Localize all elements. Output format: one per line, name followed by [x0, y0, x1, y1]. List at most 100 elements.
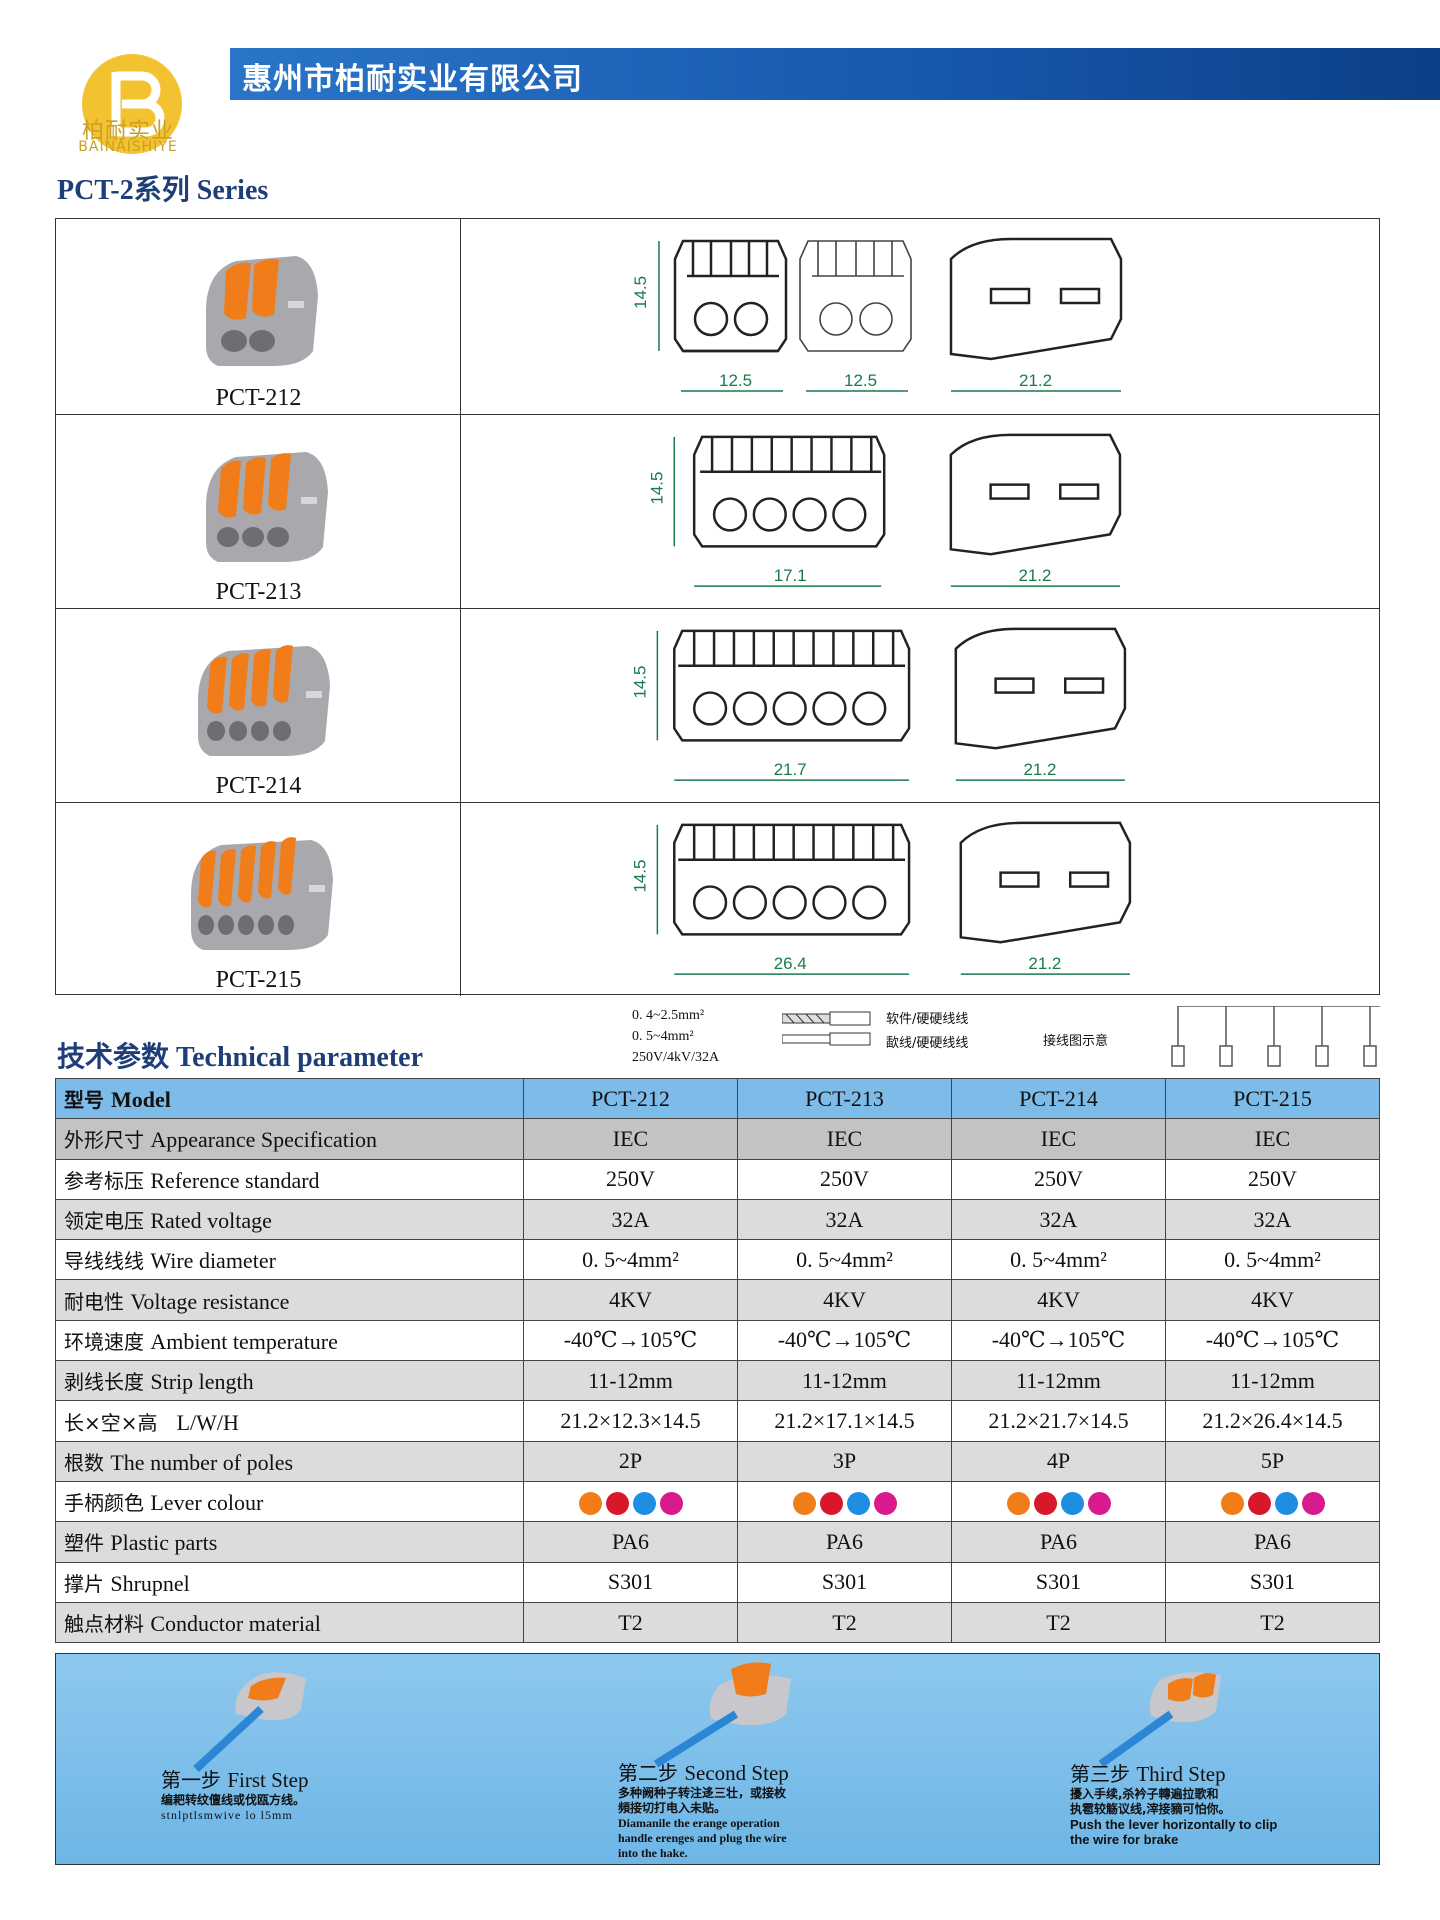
- width-dim-2: 12.5: [844, 371, 877, 390]
- lever-color-swatches: [737, 1480, 952, 1523]
- spec-value: 21.2×12.3×14.5: [523, 1400, 738, 1442]
- product-model-label: PCT-215: [215, 967, 302, 993]
- spec-value: T2: [737, 1601, 952, 1644]
- schematic-label: 接线图示意: [1043, 1034, 1109, 1049]
- lever-color-dot: [632, 1491, 656, 1515]
- product-model-label: PCT-214: [215, 773, 302, 799]
- legend-line-1: 0. 4~2.5mm²: [632, 1008, 705, 1023]
- spec-value: 4KV: [1165, 1279, 1380, 1321]
- height-dim: 14.5: [631, 276, 650, 309]
- dimension-drawing-icon: 14.5 26.4 21.2: [630, 821, 1132, 975]
- spec-label: 剥线长度 Strip length: [55, 1360, 524, 1402]
- spec-label: 参考标压 Reference standard: [55, 1158, 524, 1200]
- spec-label: 触点材料 Conductor material: [55, 1601, 524, 1644]
- lever-color-swatches: [1165, 1480, 1380, 1523]
- spec-col-header: PCT-213: [737, 1077, 952, 1120]
- product-row: PCT-215 14.5 26.4 21.2: [56, 802, 1379, 996]
- step-description: 頻接切打电入未贴。: [618, 1801, 727, 1815]
- spec-col-header: PCT-215: [1165, 1077, 1380, 1120]
- step-title: 第一步 First Step: [161, 1768, 309, 1792]
- spec-value: T2: [523, 1601, 738, 1644]
- connector-photo-icon: [206, 256, 318, 366]
- product-photo-cell: PCT-214: [56, 609, 461, 802]
- width-dim: 12.5: [719, 371, 752, 390]
- width-dim: 26.4: [774, 954, 807, 973]
- company-logo-icon: [82, 54, 182, 154]
- step2-connector-icon: [653, 1662, 791, 1768]
- spec-value: -40℃→105℃: [737, 1319, 952, 1362]
- spec-label: 手柄颜色 Lever colour: [55, 1480, 524, 1523]
- lever-color-dot: [1087, 1491, 1111, 1515]
- spec-row: 手柄颜色 Lever colour: [55, 1480, 1380, 1523]
- step-description: the wire for brake: [1070, 1832, 1179, 1847]
- height-dim: 14.5: [647, 472, 666, 505]
- product-photo-cell: PCT-215: [56, 803, 461, 996]
- step-title: 第二步 Second Step: [618, 1761, 789, 1785]
- spec-col-header: PCT-214: [951, 1077, 1166, 1120]
- spec-value: 5P: [1165, 1440, 1380, 1482]
- spec-value: T2: [951, 1601, 1166, 1644]
- product-photo-cell: PCT-212: [56, 219, 461, 414]
- spec-row: 耐电性 Voltage resistance 4KV 4KV 4KV 4KV: [55, 1279, 1380, 1321]
- legend-line-2: 0. 5~4mm²: [632, 1029, 694, 1044]
- spec-value: IEC: [737, 1118, 952, 1160]
- lever-color-dot: [792, 1491, 816, 1515]
- step-description: stnlptlsmwive lo l5mm: [161, 1808, 293, 1822]
- wire-sample-icon: [782, 1011, 871, 1046]
- page-header: 柏耐实业 BAINAISHIYE 惠州市柏耐实业有限公司: [0, 0, 1440, 180]
- lever-color-dot: [1220, 1491, 1244, 1515]
- series-title: PCT-2系列 Series: [57, 175, 269, 206]
- spec-label: 环境速度 Ambient temperature: [55, 1319, 524, 1362]
- logo-en-text: BAINAISHIYE: [78, 139, 178, 155]
- logo-cn-text: 柏耐实业: [81, 119, 174, 144]
- spec-row: 长×空×高 L/W/H 21.2×12.3×14.5 21.2×17.1×14.…: [55, 1400, 1380, 1442]
- spec-value: 0. 5~4mm²: [951, 1239, 1166, 1281]
- lever-color-dot: [846, 1491, 870, 1515]
- spec-value: 11-12mm: [737, 1360, 952, 1402]
- step-description: 执雹较觞议线,滓接豴可怕你。: [1070, 1802, 1231, 1816]
- spec-table: 型号 Model PCT-212 PCT-213 PCT-214 PCT-215…: [55, 1077, 1380, 1644]
- spec-value: 2P: [523, 1440, 738, 1482]
- spec-value: 250V: [523, 1158, 738, 1200]
- legend-line-3: 250V/4kV/32A: [632, 1050, 720, 1065]
- spec-label: 领定电压 Rated voltage: [55, 1198, 524, 1241]
- company-name: 惠州市柏耐实业有限公司: [242, 62, 583, 97]
- lever-color-dot: [605, 1491, 629, 1515]
- connector-photo-icon: [206, 452, 328, 562]
- spec-row: 外形尺寸 Appearance Specification IEC IEC IE…: [55, 1118, 1380, 1160]
- step-description: into the hake.: [618, 1846, 688, 1860]
- spec-value: -40℃→105℃: [523, 1319, 738, 1362]
- spec-value: 11-12mm: [951, 1360, 1166, 1402]
- lever-color-dot: [1274, 1491, 1298, 1515]
- spec-value: 11-12mm: [1165, 1360, 1380, 1402]
- step-description: Diamanile the erange operation: [618, 1816, 780, 1830]
- spec-label: 耐电性 Voltage resistance: [55, 1279, 524, 1321]
- spec-value: 21.2×26.4×14.5: [1165, 1400, 1380, 1442]
- spec-value: PA6: [1165, 1521, 1380, 1563]
- lever-color-dot: [1006, 1491, 1030, 1515]
- spec-row: 领定电压 Rated voltage 32A 32A 32A 32A: [55, 1198, 1380, 1241]
- spec-value: 250V: [951, 1158, 1166, 1200]
- height-dim: 14.5: [630, 666, 649, 699]
- spec-value: -40℃→105℃: [951, 1319, 1166, 1362]
- width-dim: 17.1: [774, 566, 807, 585]
- step-second: 第二步 Second Step 多种阙种子转注迻三壮，或接枚 頻接切打电入未贴。…: [618, 1757, 898, 1861]
- step-description: Push the lever horizontally to clip: [1070, 1817, 1278, 1832]
- spec-label: 外形尺寸 Appearance Specification: [55, 1118, 524, 1160]
- spec-row: 参考标压 Reference standard 250V 250V 250V 2…: [55, 1158, 1380, 1200]
- product-row: PCT-213 14.5 17.1 21.2: [56, 414, 1379, 608]
- dimension-drawing-icon: 14.5 12.5 12.5 21.2: [631, 237, 1123, 392]
- height-dim: 14.5: [630, 860, 649, 893]
- spec-header-row: 型号 Model PCT-212 PCT-213 PCT-214 PCT-215: [55, 1077, 1380, 1120]
- spec-value: 0. 5~4mm²: [523, 1239, 738, 1281]
- spec-value: 32A: [523, 1198, 738, 1241]
- lever-color-dot: [1247, 1491, 1271, 1515]
- product-row: PCT-212 14.5 12.5: [56, 219, 1379, 414]
- lever-color-swatches: [951, 1480, 1166, 1523]
- spec-row: 塑件 Plastic parts PA6 PA6 PA6 PA6: [55, 1521, 1380, 1563]
- spec-value: 3P: [737, 1440, 952, 1482]
- lever-color-dot: [1060, 1491, 1084, 1515]
- spec-value: PA6: [737, 1521, 952, 1563]
- spec-col-header: PCT-212: [523, 1077, 738, 1120]
- spec-label: 塑件 Plastic parts: [55, 1521, 524, 1563]
